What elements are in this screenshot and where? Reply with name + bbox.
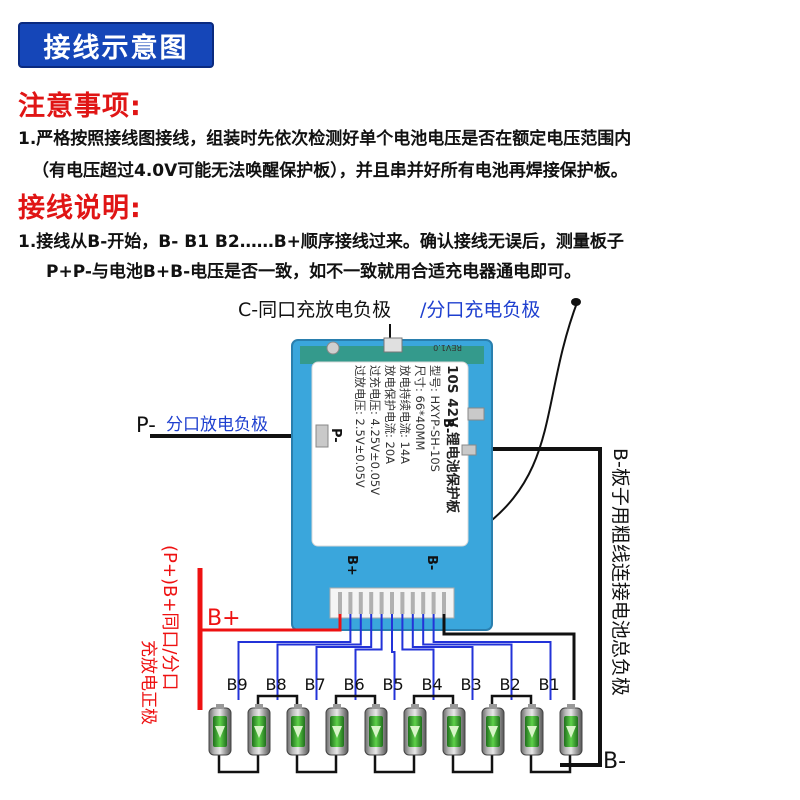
b-plus-wire — [200, 614, 342, 632]
connector-pin — [431, 592, 436, 614]
board-pad-b-minus: B- — [424, 555, 439, 570]
p-minus-label: P- — [136, 413, 156, 437]
connector-pin — [400, 592, 405, 614]
thermistor-probe — [571, 298, 581, 306]
cell-label-b1: B1 — [539, 675, 560, 694]
board-line-4: 放电持续电流: 14A — [398, 365, 412, 464]
notice-line-1: 1.严格按照接线图接线，组装时先依次检测好单个电池电压是否在额定电压范围内 — [18, 129, 632, 149]
series-link — [256, 694, 299, 708]
board-line-3: 尺寸: 66*40MM — [413, 365, 427, 450]
cell-label-b3: B3 — [461, 675, 482, 694]
connector-pin — [410, 592, 415, 614]
cell-label-b6: B6 — [344, 675, 365, 694]
battery-cell — [403, 704, 427, 756]
battery-cell — [325, 704, 349, 756]
balance-wire-b5 — [391, 614, 396, 700]
connector-pin — [348, 592, 353, 614]
balance-wires: B9 B8 B7 B6 B5 B4 B3 B2 B1 — [197, 568, 576, 774]
battery-cell — [481, 704, 505, 756]
board-line-1: 10S 42V 锂电池保护板 — [444, 365, 461, 514]
series-link — [412, 694, 455, 708]
connector-pin — [421, 592, 426, 614]
battery-cell — [559, 704, 583, 756]
b-plus-label: B+ — [207, 606, 241, 631]
diagram-title: 接线示意图 — [18, 22, 214, 68]
balance-wire-b2 — [422, 614, 513, 700]
connector-pin — [358, 592, 363, 614]
p-plus-vertical-label: (P+)B+同口/分口 — [159, 545, 180, 690]
balance-wire-b9 — [237, 614, 352, 700]
balance-wire-b4 — [401, 614, 435, 700]
board-spec-text: 10S 42V 锂电池保护板 型号: HXYP-SH-10S 尺寸: 66*40… — [353, 365, 461, 514]
cell-label-b7: B7 — [305, 675, 326, 694]
connector-pin — [369, 592, 374, 614]
c-minus-split-label: /分口充电负极 — [420, 299, 540, 321]
board-revision: REV1.0 — [433, 343, 462, 352]
notice-line-2: （有电压超过4.0V可能无法唤醒保护板），并且串并好所有电池再焊接保护板。 — [32, 161, 628, 181]
series-link — [334, 694, 377, 708]
series-link — [529, 755, 572, 774]
cell-label-b5: B5 — [383, 675, 404, 694]
board-pad-p-minus: P- — [328, 428, 343, 443]
connector-pin — [338, 592, 342, 614]
connector-pin — [442, 592, 446, 614]
series-link — [451, 755, 494, 774]
board-pad-b-plus: B+ — [344, 555, 359, 576]
board-line-7: 过放电压: 2.5V±0.05V — [353, 365, 367, 488]
thermistor-wire — [481, 299, 579, 529]
board-line-2: 型号: HXYP-SH-10S — [428, 365, 442, 472]
p-plus-desc: 充放电正极 — [138, 640, 158, 725]
series-link — [217, 755, 260, 774]
c-minus-label: C-同口充放电负极 — [238, 299, 391, 321]
b-minus-thick-wire — [464, 447, 602, 767]
balance-wire-b1 — [432, 614, 552, 700]
wiring-heading: 接线说明: — [18, 193, 142, 224]
wiring-line-1: 1.接线从B-开始，B- B1 B2……B+顺序接线过来。确认接线无误后，测量板… — [18, 232, 624, 252]
balance-wire-b3 — [411, 614, 474, 700]
b-minus-sense-wire — [442, 614, 576, 700]
board-line-6: 过充电压: 4.25V±0.05V — [368, 365, 382, 495]
balance-wire-b8 — [276, 614, 362, 700]
cell-label-b2: B2 — [500, 675, 521, 694]
board-pad-b-minus-upper: B- — [440, 418, 455, 433]
battery-cell — [247, 704, 271, 756]
series-link — [295, 755, 338, 774]
series-link — [373, 755, 416, 774]
connector-pins — [338, 592, 446, 614]
b-minus-board-label: B-板子用粗线连接电池总负极 — [609, 448, 631, 696]
wiring-line-2: P+P-与电池B+B-电压是否一致，如不一致就用合适充电器通电即可。 — [46, 262, 582, 282]
battery-cell — [364, 704, 388, 756]
p-minus-desc: 分口放电负极 — [166, 415, 268, 435]
battery-cells — [208, 704, 583, 756]
b-minus-end-label: B- — [603, 749, 626, 774]
connector-pin — [379, 592, 384, 614]
notice-heading: 注意事项: — [18, 91, 142, 122]
battery-cell — [442, 704, 466, 756]
battery-cell — [208, 704, 232, 756]
series-link — [490, 694, 533, 708]
cell-label-b8: B8 — [266, 675, 287, 694]
board-line-5: 放电保护电流: 20A — [383, 365, 397, 464]
battery-cell — [286, 704, 310, 756]
cell-label-b9: B9 — [227, 675, 248, 694]
connector-pin — [390, 592, 394, 614]
battery-cell — [520, 704, 544, 756]
balance-wire-b7 — [315, 614, 373, 700]
cell-label-b4: B4 — [422, 675, 443, 694]
balance-wire-b6 — [354, 614, 383, 700]
